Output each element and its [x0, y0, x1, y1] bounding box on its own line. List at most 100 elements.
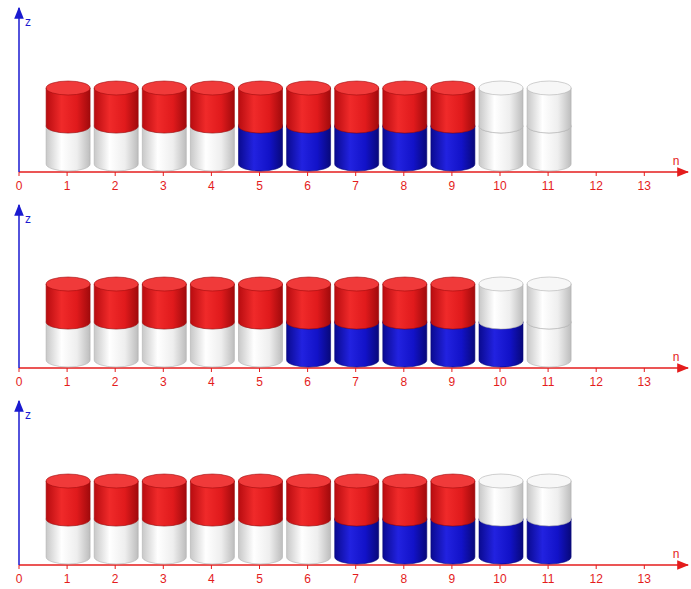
tick-number: 7 [352, 180, 359, 192]
cylinder-stack [46, 277, 90, 367]
tick-mark [67, 565, 68, 569]
tick-mark [115, 368, 116, 372]
tick-number: 11 [542, 573, 554, 585]
tick-mark [19, 172, 20, 176]
cylinder-stack [335, 474, 379, 564]
tick-number: 8 [400, 573, 407, 585]
cylinder-stack [142, 474, 186, 564]
tick-number: 10 [493, 180, 506, 192]
white-cylinder-top [527, 277, 571, 291]
cylinder-stack [527, 277, 571, 367]
tick-mark [307, 368, 308, 372]
tick-mark [596, 368, 597, 372]
cylinder-stack [431, 474, 475, 564]
tick-mark [259, 368, 260, 372]
tick-mark [500, 172, 501, 176]
tick-mark [548, 368, 549, 372]
tick-number: 13 [638, 573, 651, 585]
tick-number: 9 [449, 376, 456, 388]
cylinder-stack [142, 81, 186, 171]
cylinder-stack [527, 474, 571, 564]
red-cylinder-top [431, 81, 475, 95]
cylinder-stack [527, 81, 571, 171]
cylinder-stack [94, 277, 138, 367]
tick-mark [403, 172, 404, 176]
n-axis [19, 171, 688, 173]
red-cylinder-top [287, 81, 331, 95]
tick-number: 11 [542, 180, 554, 192]
tick-number: 2 [112, 180, 119, 192]
red-cylinder-top [287, 474, 331, 488]
tick-number: 3 [160, 573, 167, 585]
tick-mark [355, 565, 356, 569]
tick-mark [115, 565, 116, 569]
tick-mark [163, 565, 164, 569]
z-axis [18, 205, 20, 368]
tick-mark [451, 368, 452, 372]
tick-number: 1 [64, 376, 71, 388]
tick-mark [115, 172, 116, 176]
cylinder-stack [190, 277, 234, 367]
tick-mark [451, 565, 452, 569]
tick-number: 12 [590, 573, 603, 585]
tick-mark [644, 368, 645, 372]
axis-label: z [25, 213, 31, 225]
n-axis [19, 564, 688, 566]
red-cylinder-top [142, 474, 186, 488]
tick-mark [644, 565, 645, 569]
tick-number: 0 [16, 180, 23, 192]
red-cylinder-top [335, 474, 379, 488]
tick-number: 0 [16, 573, 23, 585]
tick-number: 6 [304, 573, 311, 585]
tick-mark [403, 368, 404, 372]
tick-number: 2 [112, 573, 119, 585]
tick-mark [163, 172, 164, 176]
tick-mark [211, 565, 212, 569]
cylinder-stack [46, 81, 90, 171]
tick-number: 12 [590, 180, 603, 192]
cylinder-stack [383, 474, 427, 564]
red-cylinder-top [46, 81, 90, 95]
red-cylinder-top [335, 81, 379, 95]
tick-mark [548, 172, 549, 176]
tick-mark [403, 565, 404, 569]
cylinder-stack [239, 474, 283, 564]
axis-label: z [25, 16, 31, 28]
red-cylinder-top [287, 277, 331, 291]
tick-mark [548, 565, 549, 569]
n-axis [19, 367, 688, 369]
tick-number: 4 [208, 376, 215, 388]
red-cylinder-top [94, 474, 138, 488]
white-cylinder-top [527, 474, 571, 488]
tick-mark [500, 368, 501, 372]
cylinder-stack [239, 277, 283, 367]
axis-label: z [25, 409, 31, 421]
tick-number: 10 [493, 573, 506, 585]
red-cylinder-top [335, 277, 379, 291]
tick-mark [19, 565, 20, 569]
cylinder-stack [142, 277, 186, 367]
cylinder-stack [287, 81, 331, 171]
tick-number: 7 [352, 376, 359, 388]
cylinder-stack [479, 81, 523, 171]
tick-mark [644, 172, 645, 176]
cylinder-stack [94, 81, 138, 171]
white-cylinder-top [479, 474, 523, 488]
red-cylinder-top [46, 474, 90, 488]
tick-number: 9 [449, 573, 456, 585]
tick-mark [307, 172, 308, 176]
z-axis [18, 401, 20, 565]
red-cylinder-top [383, 277, 427, 291]
tick-number: 2 [112, 376, 119, 388]
red-cylinder-top [94, 277, 138, 291]
red-cylinder-top [94, 81, 138, 95]
tick-number: 7 [352, 573, 359, 585]
tick-mark [355, 368, 356, 372]
red-cylinder-top [142, 81, 186, 95]
tick-number: 9 [449, 180, 456, 192]
tick-mark [163, 368, 164, 372]
tick-number: 4 [208, 180, 215, 192]
cylinder-stack [46, 474, 90, 564]
cylinder-stack [287, 277, 331, 367]
tick-mark [355, 172, 356, 176]
